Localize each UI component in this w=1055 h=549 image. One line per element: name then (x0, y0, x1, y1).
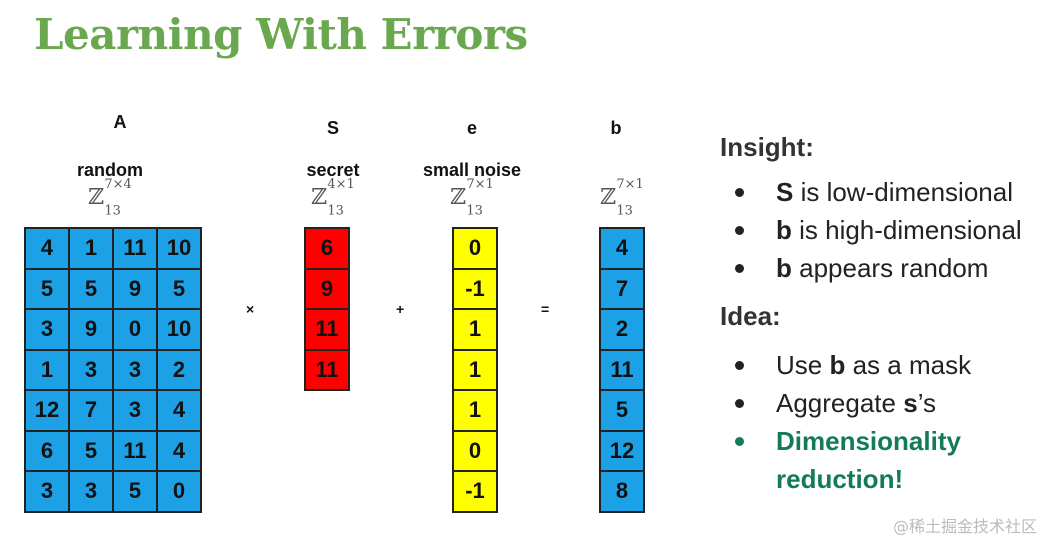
matrix-e-cell: -1 (453, 268, 497, 309)
matrix-a-cell: 9 (69, 309, 113, 350)
matrix-a-cell: 10 (157, 309, 201, 350)
insight-list: S is low-dimensional b is high-dimension… (720, 173, 1050, 287)
vector-e-set: ℤ7×1 13 (422, 178, 522, 218)
matrix-a-cell: 1 (25, 349, 69, 390)
slide-title: Learning With Errors (34, 10, 528, 59)
idea-list: Use b as a mask Aggregate s’s Dimensiona… (720, 346, 1050, 498)
matrix-b-cell: 5 (600, 390, 644, 431)
matrix-a-cell: 11 (113, 430, 157, 471)
insight-item: b appears random (720, 249, 1050, 287)
insight-item: b is high-dimensional (720, 211, 1050, 249)
vector-e-desc: small noise (422, 160, 522, 180)
vector-s-desc: secret (306, 160, 360, 180)
matrix-a-modulus: 13 (104, 203, 121, 219)
matrix-a-cell: 3 (25, 309, 69, 350)
matrix-a-set: ℤ7×4 13 (60, 178, 160, 218)
matrix-b-cell: 7 (600, 268, 644, 309)
matrix-b-cell: 11 (600, 349, 644, 390)
matrix-b-cell: 4 (600, 228, 644, 269)
vector-s-set: ℤ4×1 13 (283, 178, 383, 218)
matrix-b-cell: 8 (600, 471, 644, 512)
matrix-a-cell: 4 (157, 430, 201, 471)
matrix-a-cell: 3 (69, 471, 113, 512)
matrix-s-cell: 11 (305, 309, 349, 350)
vector-s-dims: 4×1 (327, 177, 355, 192)
matrix-e-cell: 1 (453, 390, 497, 431)
matrix-a-cell: 5 (69, 268, 113, 309)
matrix-b-cell: 12 (600, 430, 644, 471)
matrix-a-cell: 5 (69, 430, 113, 471)
matrix-a-cell: 3 (69, 349, 113, 390)
notes-panel: Insight: S is low-dimensional b is high-… (720, 132, 1050, 498)
matrix-a-cell: 3 (25, 471, 69, 512)
vector-e-dims: 7×1 (466, 177, 494, 192)
vector-b-modulus: 13 (616, 203, 633, 219)
matrix-a-cell: 11 (113, 228, 157, 269)
vector-e-modulus: 13 (466, 203, 483, 219)
matrix-a-cell: 6 (25, 430, 69, 471)
matrix-a-cell: 12 (25, 390, 69, 431)
vector-b-dims: 7×1 (616, 177, 644, 192)
vector-b-letter: b (610, 118, 622, 138)
blackboard-z-symbol: ℤ (88, 184, 105, 210)
idea-heading: Idea: (720, 301, 781, 331)
watermark: @稀土掘金技术社区 (892, 517, 1037, 536)
matrix-a-dims: 7×4 (104, 177, 132, 192)
insight-heading: Insight: (720, 132, 814, 162)
matrix-a-cell: 3 (113, 349, 157, 390)
matrix-a-letter: A (113, 112, 127, 132)
plus-operator: + (396, 301, 405, 317)
matrix-s-cell: 11 (305, 349, 349, 390)
matrix-a-cell: 0 (113, 309, 157, 350)
idea-item: Use b as a mask (720, 346, 1050, 384)
blackboard-z-symbol: ℤ (600, 184, 617, 210)
insight-item: S is low-dimensional (720, 173, 1050, 211)
blackboard-z-symbol: ℤ (450, 184, 467, 210)
matrix-a-desc: random (76, 160, 143, 180)
equals-operator: = (541, 301, 550, 317)
matrix-e-cell: 0 (453, 228, 497, 269)
matrix-a-cell: 4 (157, 390, 201, 431)
times-operator: × (246, 301, 255, 317)
matrix-b-cell: 2 (600, 309, 644, 350)
matrix-e-cell: -1 (453, 471, 497, 512)
matrix-a-cell: 5 (25, 268, 69, 309)
matrix-a-cell: 10 (157, 228, 201, 269)
matrix-s-cell: 9 (305, 268, 349, 309)
idea-item: Aggregate s’s (720, 384, 1050, 422)
matrix-a-cell: 4 (25, 228, 69, 269)
matrix-e-cell: 1 (453, 309, 497, 350)
matrix-a-cell: 7 (69, 390, 113, 431)
blackboard-z-symbol: ℤ (311, 184, 328, 210)
matrix-e-cell: 1 (453, 349, 497, 390)
matrix-a-cell: 2 (157, 349, 201, 390)
matrix-e-cell: 0 (453, 430, 497, 471)
matrix-a-cell: 0 (157, 471, 201, 512)
matrix-a-cell: 5 (113, 471, 157, 512)
matrix-a-cell: 1 (69, 228, 113, 269)
vector-s-letter: S (326, 118, 339, 138)
matrix-a-cell: 5 (157, 268, 201, 309)
vector-s-modulus: 13 (327, 203, 344, 219)
vector-b-set: ℤ7×1 13 (572, 178, 672, 218)
matrix-a-cell: 9 (113, 268, 157, 309)
matrix-s-cell: 6 (305, 228, 349, 269)
matrix-a-cell: 3 (113, 390, 157, 431)
vector-e-letter: e (466, 118, 477, 138)
